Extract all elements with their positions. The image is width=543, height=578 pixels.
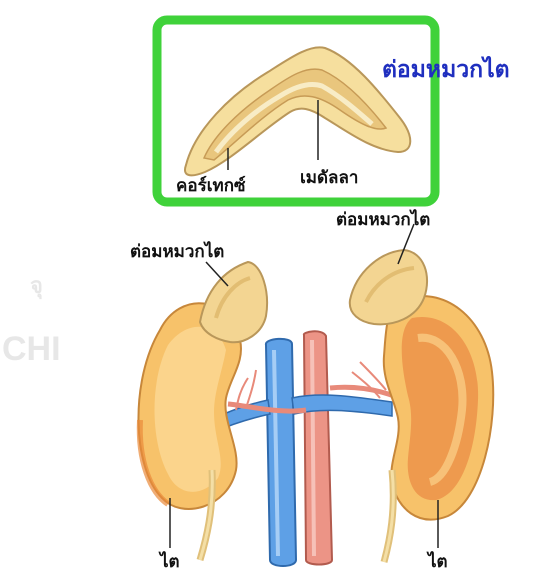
inset-title: ต่อมหมวกไต xyxy=(382,52,510,88)
label-medulla: เมดัลลา xyxy=(300,164,358,191)
label-cortex: คอร์เทกซ์ xyxy=(176,172,246,199)
label-kidney-right: ไต xyxy=(428,548,448,575)
label-adrenal-left: ต่อมหมวกไต xyxy=(130,238,224,265)
vena-cava xyxy=(266,339,296,566)
label-kidney-left: ไต xyxy=(160,548,180,575)
label-adrenal-right: ต่อมหมวกไต xyxy=(336,206,430,233)
adrenal-left xyxy=(200,262,267,342)
aorta xyxy=(304,331,332,564)
